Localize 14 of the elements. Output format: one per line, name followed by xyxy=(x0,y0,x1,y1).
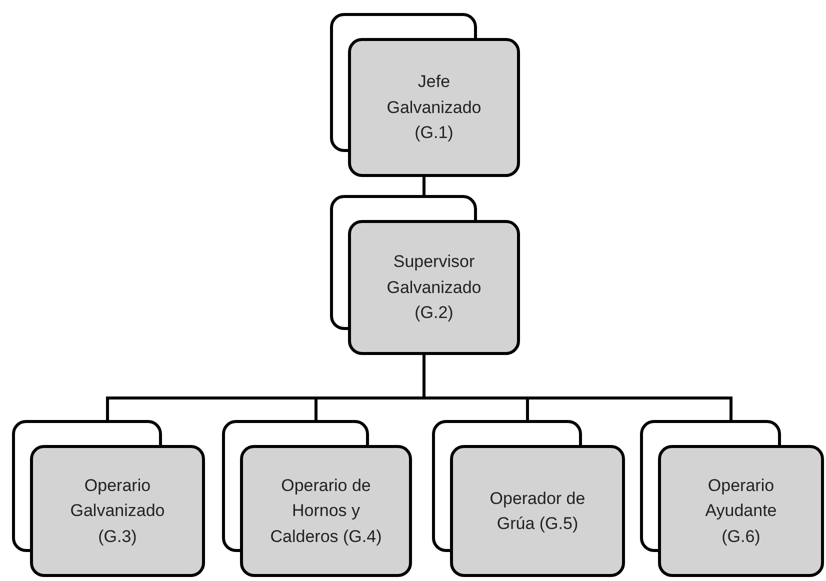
position-title: Jefe Galvanizado (G.1) xyxy=(386,71,482,144)
connector-line xyxy=(422,355,732,420)
connector-line xyxy=(422,177,426,195)
stacked-position-card xyxy=(330,13,520,177)
stacked-position-card xyxy=(640,420,824,577)
position-title: Operario de Hornos y Calderos (G.4) xyxy=(269,474,383,548)
stacked-position-card xyxy=(432,420,625,577)
position-title: Operario Ayudante (G.6) xyxy=(704,474,778,548)
stacked-position-card xyxy=(330,195,520,355)
position-title: Operario Galvanizado (G.3) xyxy=(69,474,166,548)
stacked-position-card xyxy=(12,420,205,577)
stacked-position-card xyxy=(222,420,412,577)
position-title: Operador de Grúa (G.5) xyxy=(488,488,586,535)
position-title: Supervisor Galvanizado (G.2) xyxy=(386,251,482,324)
